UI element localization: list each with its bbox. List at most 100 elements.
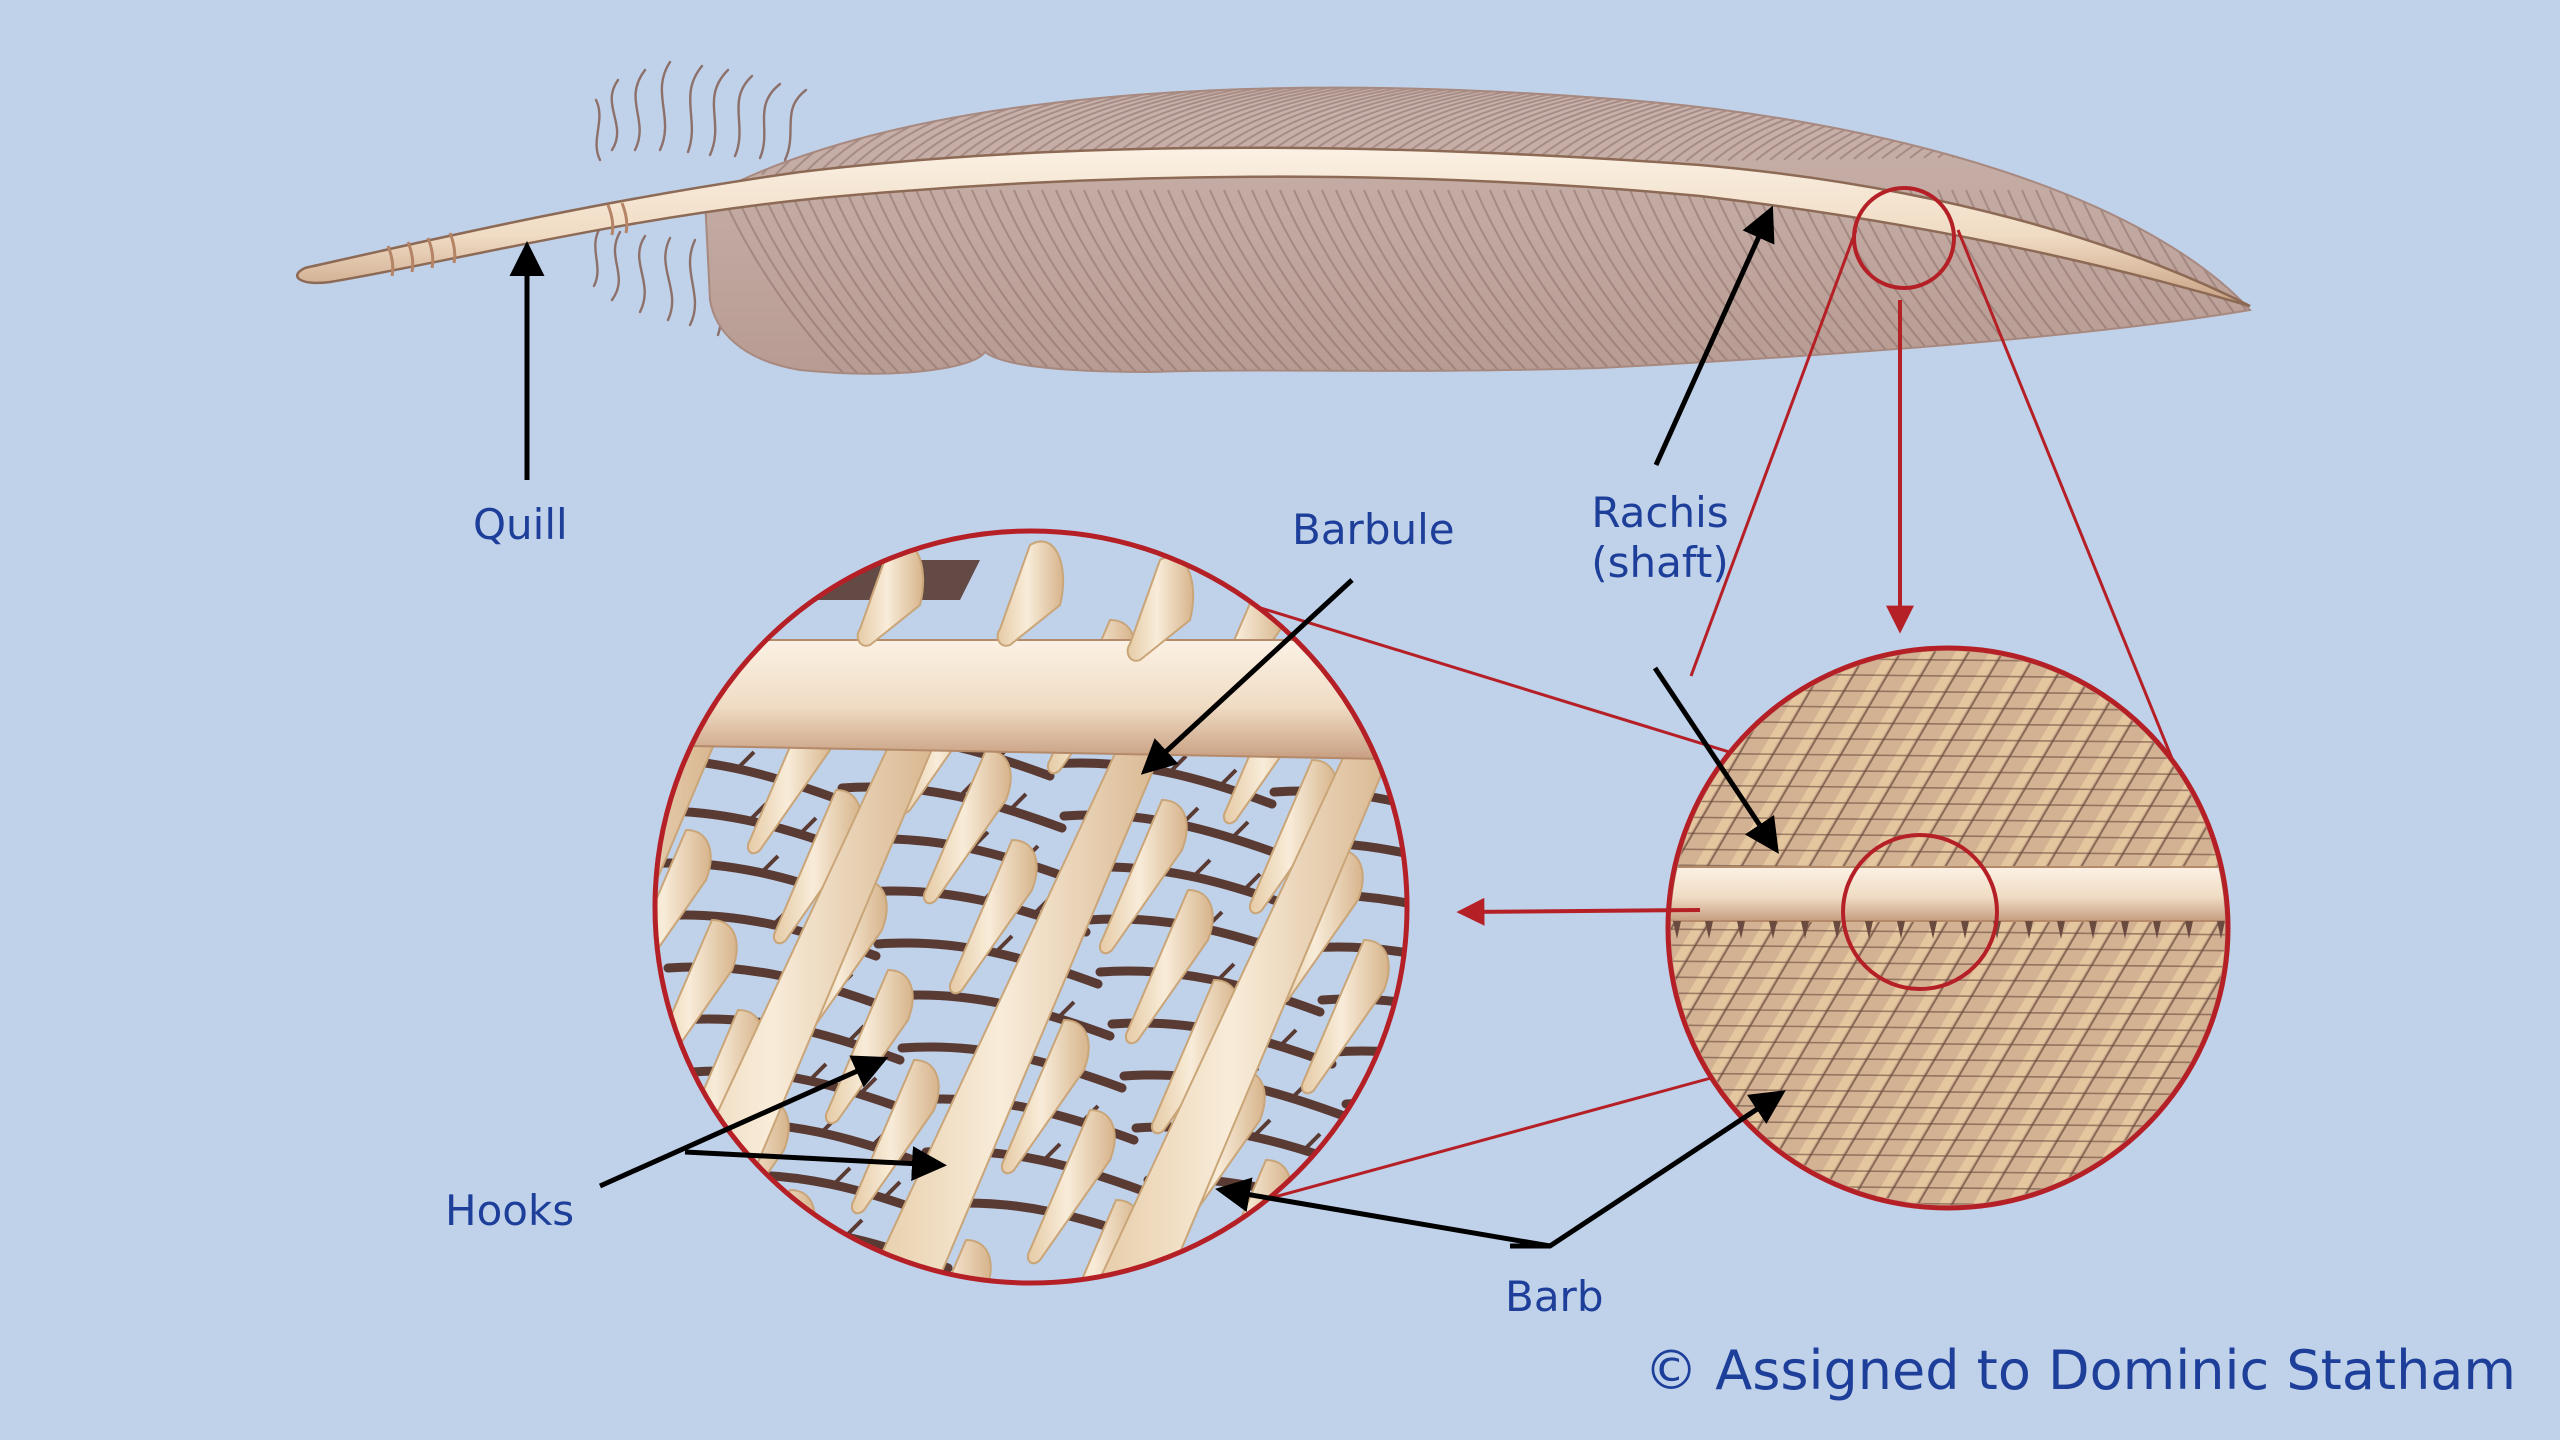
- barbule-base: [1124, 888, 1214, 1045]
- barbule-line: [1671, 992, 2225, 1000]
- barbule-tip: [2153, 921, 2161, 939]
- hooks-arrow-1: [598, 1055, 889, 1189]
- hook: [1478, 1148, 1492, 1162]
- barb-line-lower: [1139, 189, 1271, 374]
- barb-shadow-line: [2355, 621, 2560, 1271]
- barb-line-upper: [2063, 87, 2250, 157]
- barb-line-lower: [1377, 189, 1509, 374]
- hook: [1254, 1118, 1272, 1136]
- barbule-line: [1671, 736, 2225, 744]
- barb-line-lower: [1601, 189, 1733, 374]
- barb-line-upper: [1363, 87, 1595, 167]
- barb-line-lower: [1587, 189, 1719, 374]
- zoom-arrow-left: [1456, 897, 1701, 926]
- barb-line-lower: [901, 189, 1033, 374]
- barb-line-lower: [1265, 189, 1397, 374]
- hook: [1316, 1184, 1334, 1202]
- barb-line: [2449, 621, 2560, 1271]
- barb-line-upper: [2077, 87, 2250, 157]
- barb-line-lower: [929, 189, 1061, 374]
- barbule-tip: [1673, 921, 1681, 939]
- barb-line-upper: [1335, 87, 1567, 167]
- barb-line-lower: [1237, 189, 1369, 374]
- barb-line-lower: [1349, 189, 1481, 374]
- barb-shadow-line: [2014, 651, 2225, 1205]
- rachis-detail: [1671, 866, 2225, 922]
- barb-line: [2347, 621, 2560, 1271]
- barb-line-lower: [1041, 189, 1173, 374]
- barb-line-lower: [1573, 189, 1705, 374]
- barb-line-lower: [1195, 189, 1327, 374]
- barb-line-lower: [1517, 189, 1649, 374]
- barb-line-lower: [1433, 189, 1565, 374]
- hook: [1492, 1006, 1506, 1020]
- barb-line-upper: [2049, 87, 2250, 157]
- copyright-notice: © Assigned to Dominic Statham: [1644, 1339, 2516, 1402]
- label-arrows: [509, 205, 1786, 1249]
- hook: [1432, 746, 1446, 760]
- barb-line-upper: [1573, 87, 1805, 164]
- barb-line-upper: [1055, 87, 1287, 171]
- barb-shadow-line: [2184, 651, 2225, 1205]
- barb-line-lower: [915, 189, 1047, 374]
- barb-line-upper: [1461, 87, 1693, 166]
- barb-line-lower: [1419, 189, 1551, 374]
- barb-line-upper: [1013, 87, 1245, 172]
- barb-line-lower: [1503, 189, 1635, 374]
- barbule-base: [1000, 1018, 1090, 1175]
- barb-shadow-line: [1671, 651, 1852, 1205]
- barb-line-upper: [2217, 87, 2250, 155]
- hook: [996, 934, 1014, 952]
- barb-base-top: [996, 540, 1065, 647]
- barb-line-upper: [1531, 87, 1763, 165]
- barb-line-lower: [1321, 189, 1453, 374]
- hook: [1480, 954, 1494, 968]
- barb-line-lower: [1475, 189, 1607, 374]
- barb-line-lower: [1335, 189, 1467, 374]
- barb-line-upper: [1377, 87, 1609, 167]
- hooks-label: Hooks: [445, 1186, 575, 1235]
- barbule-line: [1671, 1024, 2225, 1032]
- barbule-line: [1671, 1056, 2225, 1064]
- barbule-line: [1671, 768, 2225, 776]
- barb-line-upper: [943, 87, 1175, 173]
- hook: [1194, 858, 1212, 876]
- barbule-tip: [2185, 921, 2193, 939]
- barbule-base: [948, 838, 1038, 995]
- barb-line-lower: [747, 189, 879, 374]
- barb-line-upper: [2147, 87, 2250, 156]
- hook: [1404, 834, 1407, 852]
- barb-line-upper: [915, 87, 1147, 173]
- barbule: [655, 754, 845, 805]
- barb-shadow-line: [1810, 651, 2192, 1205]
- barb-line: [1671, 651, 1847, 1205]
- barbule-tip: [2089, 921, 2097, 939]
- barb-line-upper: [999, 87, 1231, 172]
- barb-line: [2003, 651, 2225, 1205]
- barb-line: [1799, 651, 2187, 1205]
- barb-line-upper: [1951, 87, 2183, 159]
- barb-line-lower: [1083, 189, 1215, 374]
- barb-line-lower: [1279, 189, 1411, 374]
- barb-line-upper: [1979, 87, 2211, 158]
- hook: [1380, 730, 1398, 748]
- barbule-tip: [2217, 921, 2225, 939]
- barb-line: [2245, 621, 2560, 1271]
- barb-line-upper: [2231, 87, 2250, 155]
- barb-line-lower: [761, 189, 893, 374]
- barb-line-lower: [1013, 189, 1145, 374]
- hook: [800, 816, 818, 834]
- barb-shadow-line: [2253, 621, 2560, 1271]
- barbule-line: [1653, 1233, 2253, 1239]
- barb-line-upper: [1041, 87, 1273, 172]
- rachis-label-line2: (shaft): [1591, 538, 1729, 587]
- barbule-line: [1671, 928, 2225, 936]
- barb-shadow-line: [2287, 621, 2560, 1271]
- barb-line-upper: [2091, 87, 2250, 157]
- barb-line-upper: [971, 87, 1203, 173]
- hook: [762, 854, 780, 872]
- rachis-shaft: [296, 146, 2251, 308]
- hook: [810, 1062, 828, 1080]
- barb-line-lower: [2231, 189, 2250, 374]
